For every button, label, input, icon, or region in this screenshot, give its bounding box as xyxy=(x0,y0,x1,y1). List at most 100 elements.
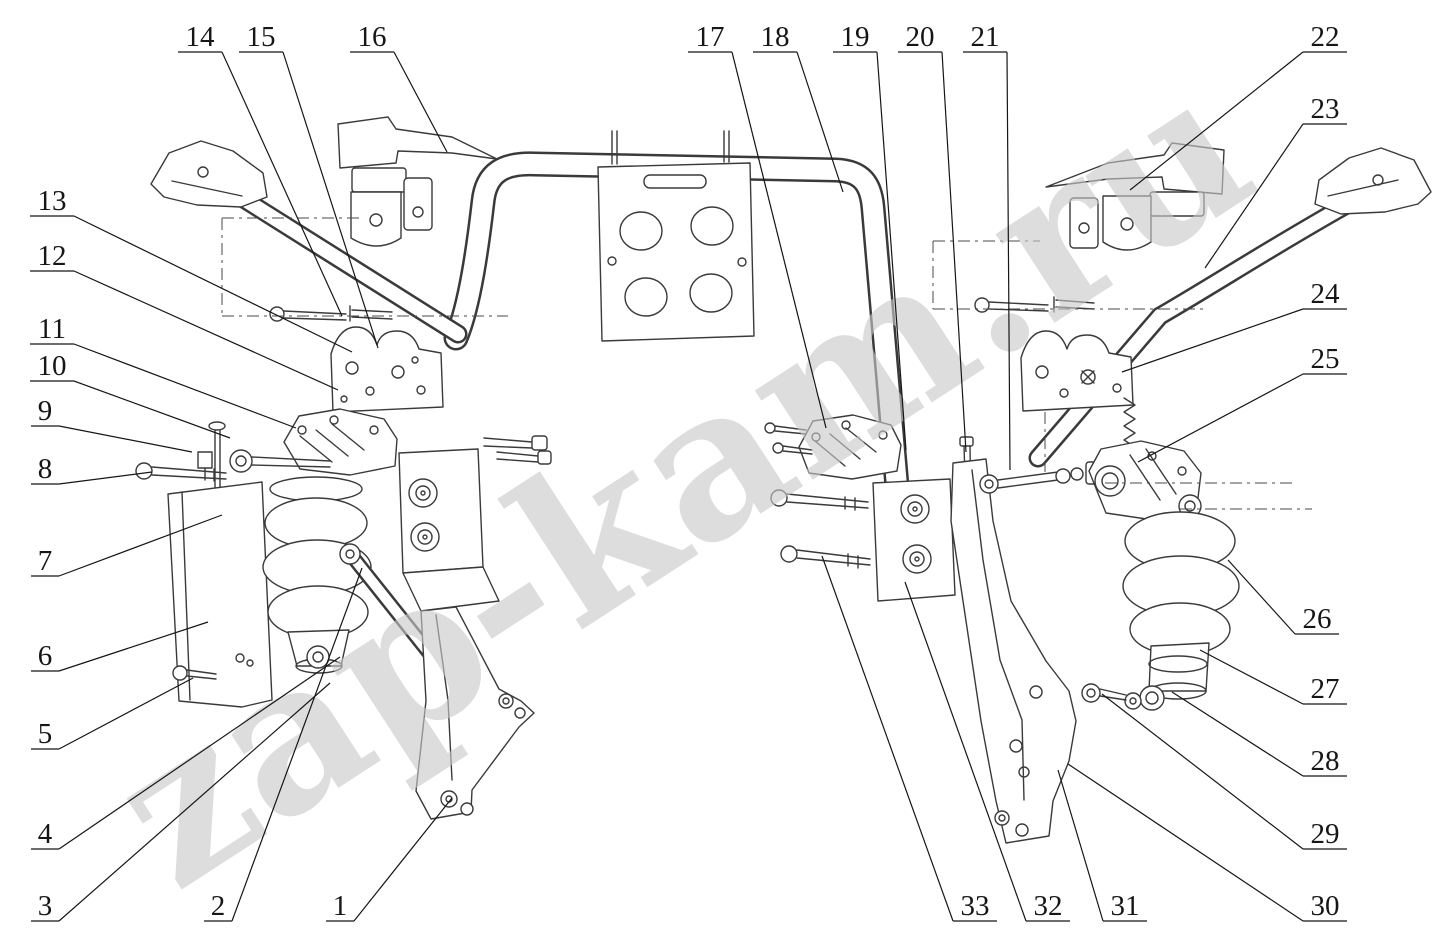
callout-32: 32 xyxy=(904,581,1070,922)
callout-leader-line xyxy=(58,514,223,577)
callout-leader-line xyxy=(58,677,194,750)
callout-number: 14 xyxy=(186,21,216,53)
callout-29: 29 xyxy=(1101,693,1347,850)
callout-number: 2 xyxy=(211,890,226,922)
callout-number: 22 xyxy=(1311,21,1340,53)
callout-number: 12 xyxy=(38,240,67,272)
callout-17: 17 xyxy=(688,21,827,429)
callout-number: 31 xyxy=(1111,890,1140,922)
callout-leader-line xyxy=(58,471,153,485)
callout-leader-line xyxy=(796,51,844,193)
callout-number: 25 xyxy=(1311,343,1340,375)
callout-24: 24 xyxy=(1121,278,1347,373)
callout-3: 3 xyxy=(31,682,331,922)
callout-26: 26 xyxy=(1227,559,1339,635)
callout-21: 21 xyxy=(963,21,1011,471)
callout-9: 9 xyxy=(31,395,193,453)
callout-1: 1 xyxy=(326,797,453,922)
callout-number: 27 xyxy=(1311,673,1340,705)
left-latch-hook xyxy=(337,116,498,247)
callout-leader-line xyxy=(876,51,907,451)
right-latch-hook xyxy=(1045,142,1225,251)
callout-13: 13 xyxy=(30,185,353,353)
callout-number: 4 xyxy=(38,818,53,850)
drawing-linework xyxy=(135,116,1432,844)
callout-number: 17 xyxy=(696,21,725,53)
callout-2: 2 xyxy=(204,567,363,922)
callout-number: 32 xyxy=(1034,890,1063,922)
callout-leader-line xyxy=(1006,51,1011,471)
callout-leader-line xyxy=(941,51,967,453)
callout-leader-line xyxy=(1121,308,1304,373)
right-air-spring xyxy=(1122,511,1240,700)
callout-leader-line xyxy=(904,581,1027,922)
callout-18: 18 xyxy=(753,21,844,193)
callout-number: 11 xyxy=(38,313,66,345)
callout-23: 23 xyxy=(1204,93,1347,269)
link-rod xyxy=(979,461,1105,494)
callout-number: 1 xyxy=(333,890,348,922)
callout-leader-line xyxy=(1101,693,1304,850)
callout-10: 10 xyxy=(30,350,231,439)
callout-number: 21 xyxy=(971,21,1000,53)
callout-leader-line xyxy=(393,51,448,153)
callout-number: 7 xyxy=(38,545,53,577)
callout-number: 26 xyxy=(1303,603,1332,635)
callout-number: 5 xyxy=(38,718,53,750)
callout-8: 8 xyxy=(31,453,153,485)
callout-leader-line xyxy=(58,621,209,672)
callout-number: 19 xyxy=(841,21,870,53)
callout-11: 11 xyxy=(30,313,297,429)
right-suspension-assembly xyxy=(764,414,1240,844)
callout-16: 16 xyxy=(350,21,448,153)
callout-leader-line xyxy=(73,380,231,439)
callout-number: 8 xyxy=(38,453,53,485)
stabilizer-bar xyxy=(443,151,911,511)
callout-30: 30 xyxy=(1067,763,1347,922)
callout-leader-line xyxy=(231,567,363,922)
callout-leader-line xyxy=(1204,123,1304,269)
callout-number: 10 xyxy=(38,350,67,382)
callout-leader-line xyxy=(58,656,341,850)
callout-number: 33 xyxy=(961,890,990,922)
right-upper-mount xyxy=(1088,440,1202,522)
callout-number: 23 xyxy=(1311,93,1340,125)
callout-number: 6 xyxy=(38,640,53,672)
callout-31: 31 xyxy=(1057,769,1147,922)
callout-leader-line xyxy=(1057,769,1104,922)
callout-27: 27 xyxy=(1199,649,1347,705)
callout-number: 20 xyxy=(906,21,935,53)
callout-25: 25 xyxy=(1137,343,1347,463)
callout-leader-line xyxy=(1137,373,1304,463)
callout-22: 22 xyxy=(1129,21,1347,191)
left-air-spring xyxy=(262,476,372,674)
right-lower-arm xyxy=(950,458,1077,844)
callout-number: 28 xyxy=(1311,745,1340,777)
left-latch-bracket xyxy=(269,305,444,413)
callout-number: 13 xyxy=(38,185,67,217)
callout-leader-line xyxy=(73,215,353,353)
callout-number: 15 xyxy=(247,21,276,53)
left-lateral-arm xyxy=(150,140,468,344)
callout-5: 5 xyxy=(31,677,194,750)
callout-6: 6 xyxy=(31,621,209,672)
callout-12: 12 xyxy=(30,240,339,391)
callout-leader-line xyxy=(221,51,343,317)
left-lower-arm xyxy=(415,606,535,820)
callout-leader-line xyxy=(1129,51,1304,191)
callout-4: 4 xyxy=(31,656,341,850)
reference-dashed-lines xyxy=(221,217,1312,510)
callout-7: 7 xyxy=(31,514,223,577)
callout-28: 28 xyxy=(1171,691,1347,777)
callout-number: 9 xyxy=(38,395,53,427)
callout-number: 18 xyxy=(761,21,790,53)
callout-leader-line xyxy=(58,425,193,453)
callout-leader-line xyxy=(821,555,954,922)
callout-leader-line xyxy=(1171,691,1304,777)
callout-leader-line xyxy=(73,343,297,429)
callout-number: 16 xyxy=(358,21,387,53)
callout-number: 3 xyxy=(38,890,53,922)
right-latch-bracket xyxy=(974,296,1136,455)
